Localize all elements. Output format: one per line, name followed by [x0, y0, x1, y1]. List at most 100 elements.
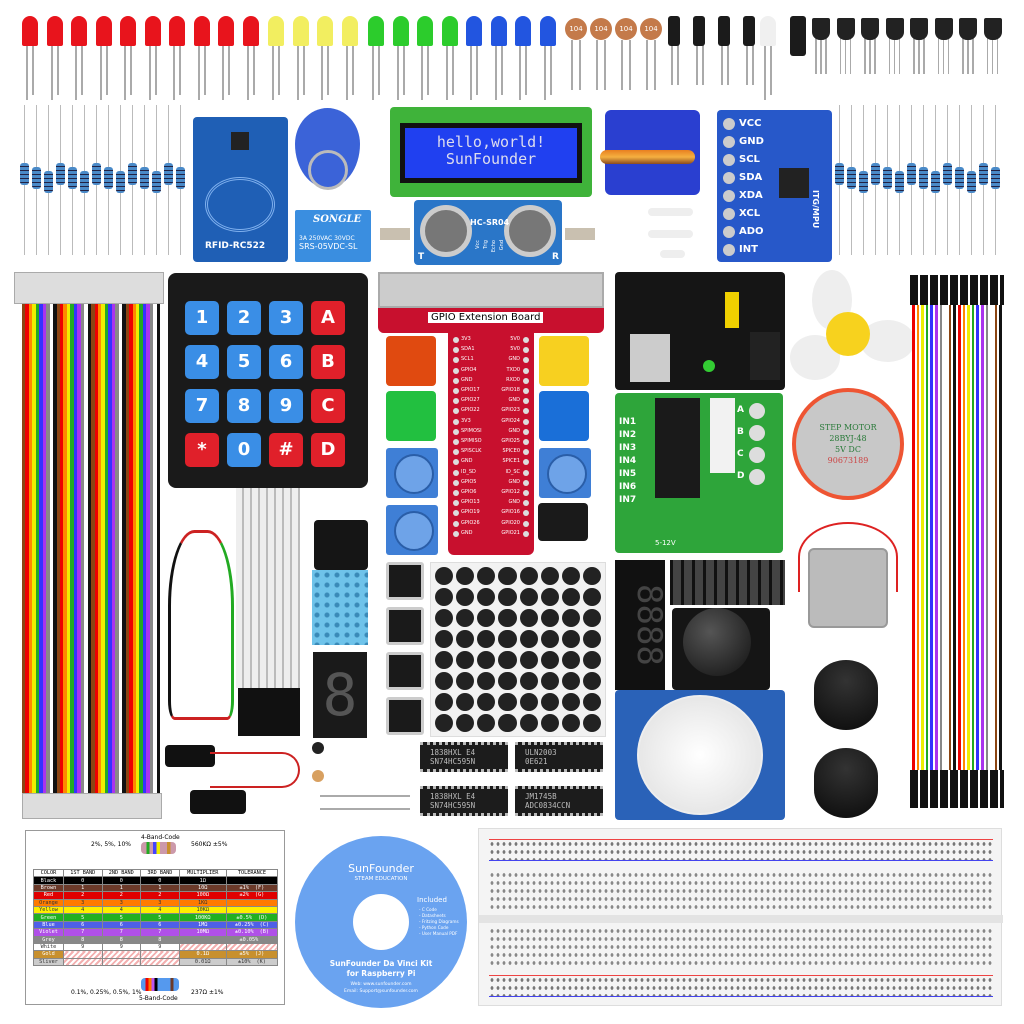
transistor	[885, 18, 904, 40]
resistor	[140, 167, 149, 189]
transistor	[983, 18, 1002, 40]
ic-part-number: 0E621	[525, 757, 548, 766]
ribbon-wire	[153, 285, 157, 800]
led-lead	[770, 45, 772, 95]
button-cap-blue	[539, 391, 589, 441]
keypad-key-0[interactable]: 0	[227, 433, 261, 467]
table-cell: 4	[101, 905, 142, 915]
keypad-connector	[238, 688, 300, 736]
keypad-key-7[interactable]: 7	[185, 389, 219, 423]
cd-web: Web: www.sunfounder.com	[350, 982, 412, 987]
gpio-pin-label: GPIO21	[501, 529, 520, 536]
table-cell: 100KΩ	[178, 913, 227, 922]
matrix-dot	[477, 714, 496, 732]
matrix-dot	[561, 630, 580, 648]
keypad-key-A[interactable]: A	[311, 301, 345, 335]
keypad-key-*[interactable]: *	[185, 433, 219, 467]
motor-connector	[710, 398, 735, 473]
pin-hole	[523, 428, 529, 435]
jumper	[725, 292, 739, 328]
matrix-dot	[456, 714, 475, 732]
ribbon-wire	[146, 285, 150, 800]
transistor-lead	[849, 38, 851, 74]
matrix-dot	[519, 672, 538, 690]
keypad-key-2[interactable]: 2	[227, 301, 261, 335]
keypad-key-1[interactable]: 1	[185, 301, 219, 335]
keypad-key-D[interactable]: D	[311, 433, 345, 467]
tactile-button[interactable]	[386, 607, 424, 645]
key-ring	[308, 150, 348, 190]
ribbon-cable	[22, 285, 161, 800]
matrix-dot	[477, 588, 496, 606]
matrix-dot	[477, 630, 496, 648]
matrix-dot	[435, 630, 454, 648]
keypad-key-3[interactable]: 3	[269, 301, 303, 335]
gpio-pin-label: GPIO13	[461, 499, 480, 506]
ribbon-wire	[59, 285, 64, 800]
led-lead	[525, 45, 527, 95]
ultrasonic-pin-gnd: Gnd	[499, 240, 505, 251]
potentiometer	[386, 448, 438, 498]
keypad-key-4[interactable]: 4	[185, 345, 219, 379]
led	[490, 16, 507, 46]
table-header: 2ND BAND	[101, 868, 142, 878]
led-lead	[421, 45, 423, 100]
electrolytic-capacitor	[693, 16, 705, 46]
ribbon-wire	[122, 285, 126, 800]
ribbon-wire	[104, 285, 109, 800]
ic-part-number: SN74HC595N	[430, 801, 476, 810]
keypad-key-9[interactable]: 9	[269, 389, 303, 423]
capacitor-lead	[629, 40, 631, 90]
keypad-key-B[interactable]: B	[311, 345, 345, 379]
tactile-button[interactable]	[386, 697, 424, 735]
lcd-screen: hello,world! SunFounder	[400, 123, 582, 183]
pin-hole	[453, 418, 459, 425]
gpio-title: GPIO Extension Board	[428, 312, 544, 323]
led-lead	[427, 45, 429, 95]
led	[292, 16, 309, 46]
pin-hole	[453, 459, 459, 466]
gpio-pin-label: ID_SD	[461, 468, 476, 475]
led-bar-graph	[670, 560, 785, 605]
dc-power-jack-cable	[165, 745, 215, 767]
transistor-lead	[839, 38, 841, 74]
keypad-key-5[interactable]: 5	[227, 345, 261, 379]
keypad-key-#[interactable]: #	[269, 433, 303, 467]
table-cell	[225, 898, 279, 907]
gpio-header	[378, 272, 604, 308]
resistor	[871, 163, 880, 185]
led	[539, 16, 556, 46]
resistor	[56, 163, 65, 185]
matrix-dot	[456, 567, 475, 585]
transistor	[812, 18, 830, 40]
gpio-pin-label: GND	[508, 427, 520, 434]
tactile-button[interactable]	[386, 562, 424, 600]
capacitor-lead	[702, 45, 704, 85]
ribbon-wire	[101, 285, 105, 800]
table-cell: 7	[101, 928, 142, 937]
button-cap-yellow	[539, 336, 589, 386]
resistor	[128, 163, 137, 185]
matrix-dot	[582, 651, 601, 669]
table-cell: 8	[62, 935, 103, 944]
led-lead	[372, 45, 374, 100]
gpio-pin-label: GPIO12	[501, 489, 520, 495]
terminal-strip-bottom	[489, 927, 993, 967]
resistor	[919, 167, 928, 189]
keypad-key-C[interactable]: C	[311, 389, 345, 423]
transistor	[861, 18, 879, 40]
led-lead	[351, 45, 354, 95]
ribbon-wire	[70, 285, 74, 800]
keypad-key-8[interactable]: 8	[227, 389, 261, 423]
tactile-button[interactable]	[386, 652, 424, 690]
table-cell: 1	[140, 883, 180, 893]
matrix-dot	[456, 693, 475, 711]
keypad-key-6[interactable]: 6	[269, 345, 303, 379]
table-cell: 2	[101, 891, 142, 900]
capacitor-lead	[721, 45, 723, 85]
ribbon-wire	[156, 285, 161, 800]
table-cell: ±5%(J)	[225, 950, 279, 959]
